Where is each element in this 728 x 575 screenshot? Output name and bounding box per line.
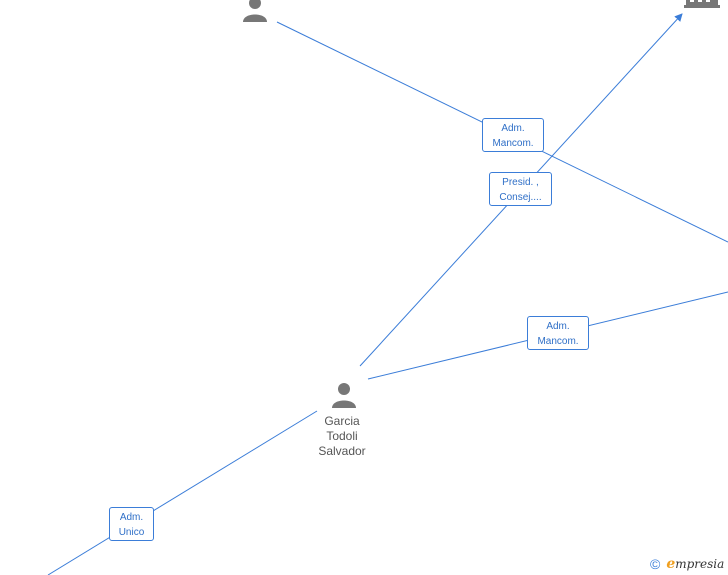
edge-label-adm-mancom-top[interactable]: Adm. Mancom. [482, 118, 544, 152]
person-name-line-2: Todoli [326, 429, 358, 443]
empresia-watermark: © empresia [650, 554, 724, 574]
edge-center-to-bottom-left [47, 410, 318, 575]
edge-label-adm-mancom-center[interactable]: Adm. Mancom. [527, 316, 589, 350]
person-icon-center[interactable] [329, 380, 359, 410]
building-icon-top-right[interactable] [684, 0, 720, 8]
edge-label-adm-unico[interactable]: Adm. Unico [109, 507, 154, 541]
person-name-label[interactable]: Garcia Todoli Salvador [297, 414, 387, 459]
copyright-icon: © [650, 556, 661, 572]
empresia-logo: empresia [666, 556, 724, 572]
logo-e: e [666, 556, 676, 572]
role-line-1: Adm. [546, 321, 570, 332]
person-name-line-3: Salvador [318, 444, 366, 458]
edge-label-presid-consej[interactable]: Presid. , Consej.... [489, 172, 552, 206]
logo-text: mpresia [675, 557, 725, 571]
role-line-2: Unico [118, 527, 145, 538]
role-line-1: Presid. , [502, 177, 539, 188]
person-name-line-1: Garcia [324, 414, 360, 428]
role-line-2: Mancom. [537, 336, 579, 347]
role-line-1: Adm. [501, 123, 525, 134]
role-line-2: Mancom. [492, 138, 534, 149]
person-icon-top[interactable] [240, 0, 270, 24]
role-line-2: Consej.... [499, 192, 542, 203]
role-line-1: Adm. [119, 512, 144, 523]
